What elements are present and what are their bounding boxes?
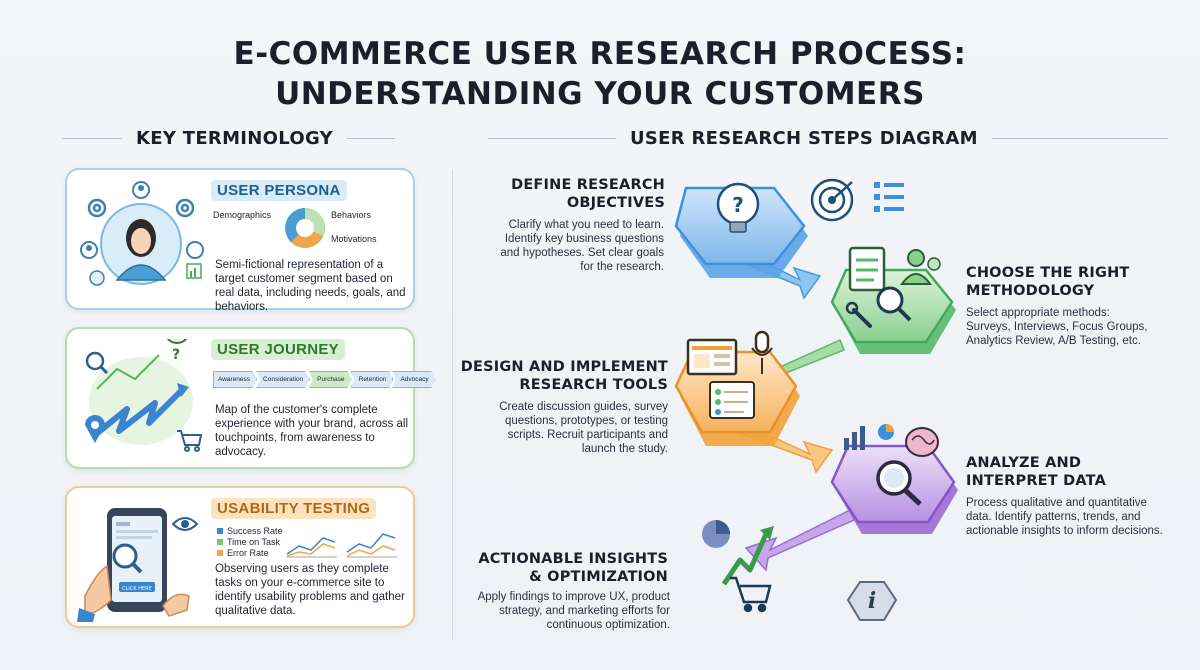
bar-chart-icon [844, 426, 865, 450]
user-persona-card: USER PERSONA Demographics Behaviors Moti… [65, 168, 415, 313]
usability-testing-title: USABILITY TESTING [211, 498, 377, 519]
phone-click-label: CLICK HERE [122, 586, 152, 592]
journey-stages: Awareness Consideration Purchase Retenti… [213, 371, 436, 388]
metric-time-on-task-label: Time on Task [227, 537, 281, 547]
journey-stage-consideration: Consideration [256, 371, 311, 388]
step-4-title-line2: INTERPRET DATA [966, 473, 1107, 489]
user-journey-title: USER JOURNEY [211, 339, 345, 360]
legend-swatch [217, 550, 223, 556]
growth-arrow-icon [721, 526, 774, 586]
clipboard-icon [848, 246, 886, 292]
persona-pie-chart [285, 208, 325, 248]
step-4-title: ANALYZE AND INTERPRET DATA [966, 454, 1166, 490]
legend-swatch [217, 528, 223, 534]
step-5-description: Apply findings to improve UX, product st… [477, 591, 670, 631]
step-1-title: DEFINE RESEARCH OBJECTIVES [460, 176, 665, 212]
user-persona-description: Semi-fictional representation of a targe… [215, 259, 406, 313]
user-journey-card: ? USER JOURNEY Awareness Consideration P… [65, 327, 436, 469]
step-1-description: Clarify what you need to learn. Identify… [500, 219, 664, 273]
gear-icon [87, 198, 195, 218]
shopping-cart-icon [177, 430, 203, 452]
people-icon [900, 249, 941, 285]
metric-time-on-task: Time on Task [217, 537, 283, 548]
laptop-icon [686, 338, 738, 376]
target-icon [810, 178, 854, 222]
user-persona-title: USER PERSONA [211, 180, 347, 201]
journey-stage-purchase: Purchase [309, 371, 352, 388]
step-2-title-line1: CHOOSE THE RIGHT [966, 265, 1130, 281]
magnifier-icon [85, 351, 109, 375]
persona-label-demographics: Demographics [213, 210, 272, 220]
step-1-title-line1: DEFINE RESEARCH [511, 177, 665, 193]
page-title-line2: UNDERSTANDING YOUR CUSTOMERS [275, 76, 925, 112]
metric-error-rate: Error Rate [217, 548, 283, 559]
terminology-heading: KEY TERMINOLOGY [62, 128, 395, 149]
pie-chart-icon [878, 424, 894, 440]
persona-label-behaviors: Behaviors [331, 210, 372, 220]
heading-rule [991, 138, 1168, 139]
brain-icon [905, 427, 939, 457]
journey-stage-awareness: Awareness [213, 371, 258, 388]
question-bulb-icon: ? [716, 182, 760, 233]
step-3-title-line1: DESIGN AND IMPLEMENT [460, 359, 668, 375]
checklist-panel-icon [709, 381, 755, 419]
pie-chart-icon [702, 520, 730, 548]
usability-metrics: Success Rate Time on Task Error Rate [217, 526, 283, 559]
persona-illustration [80, 181, 204, 286]
metric-error-rate-label: Error Rate [227, 548, 269, 558]
checklist-icon [874, 182, 904, 212]
microphone-icon [751, 330, 773, 374]
usability-testing-card: CLICK HERE USABILITY TESTING Success Rat… [65, 486, 415, 628]
step-4-title-line1: ANALYZE AND [966, 455, 1082, 471]
diagram-heading: USER RESEARCH STEPS DIAGRAM [488, 128, 1168, 149]
step-3-title-line2: RESEARCH TOOLS [519, 377, 668, 393]
magnifier-icon [876, 286, 912, 322]
step-2-description: Select appropriate methods: Surveys, Int… [966, 307, 1148, 347]
step-4-description: Process qualitative and quantitative dat… [966, 497, 1163, 537]
step-5-title-line1: ACTIONABLE INSIGHTS [478, 551, 668, 567]
svg-text:i: i [868, 588, 876, 614]
info-icon: i [846, 581, 898, 621]
journey-stage-advocacy: Advocacy [392, 371, 436, 388]
svg-text:?: ? [172, 347, 180, 363]
step-5-title: ACTIONABLE INSIGHTS & OPTIMIZATION [462, 550, 668, 586]
wrench-icon [845, 301, 872, 328]
usability-illustration: CLICK HERE [77, 508, 199, 622]
journey-stage-retention: Retention [350, 371, 394, 388]
step-5-title-line2: & OPTIMIZATION [529, 569, 668, 585]
persona-label-motivations: Motivations [331, 234, 377, 244]
usability-mini-charts [286, 533, 397, 558]
page-title-line1: E-COMMERCE USER RESEARCH PROCESS: [233, 36, 967, 72]
heading-rule [347, 138, 395, 139]
heading-rule [62, 138, 122, 139]
step-3-title: DESIGN AND IMPLEMENT RESEARCH TOOLS [456, 358, 668, 394]
journey-illustration: ? [85, 339, 203, 452]
svg-text:?: ? [732, 193, 744, 217]
heading-rule [488, 138, 616, 139]
shopping-cart-icon [730, 576, 772, 613]
user-journey-description: Map of the customer's complete experienc… [215, 404, 409, 458]
legend-swatch [217, 539, 223, 545]
eye-icon [171, 517, 199, 531]
step-1-title-line2: OBJECTIVES [566, 195, 665, 211]
step-3-description: Create discussion guides, survey questio… [499, 401, 668, 455]
step-2-title: CHOOSE THE RIGHT METHODOLOGY [966, 264, 1186, 300]
page-title: E-COMMERCE USER RESEARCH PROCESS: UNDERS… [0, 34, 1200, 114]
usability-testing-description: Observing users as they complete tasks o… [215, 563, 405, 617]
diagram-heading-text: USER RESEARCH STEPS DIAGRAM [630, 128, 978, 149]
metric-success-rate: Success Rate [217, 526, 283, 537]
metric-success-rate-label: Success Rate [227, 526, 283, 536]
research-steps-diagram: ? [674, 178, 958, 621]
magnifier-icon [876, 460, 922, 506]
terminology-heading-text: KEY TERMINOLOGY [136, 128, 333, 149]
step-2-title-line2: METHODOLOGY [966, 283, 1095, 299]
section-divider [452, 170, 453, 640]
